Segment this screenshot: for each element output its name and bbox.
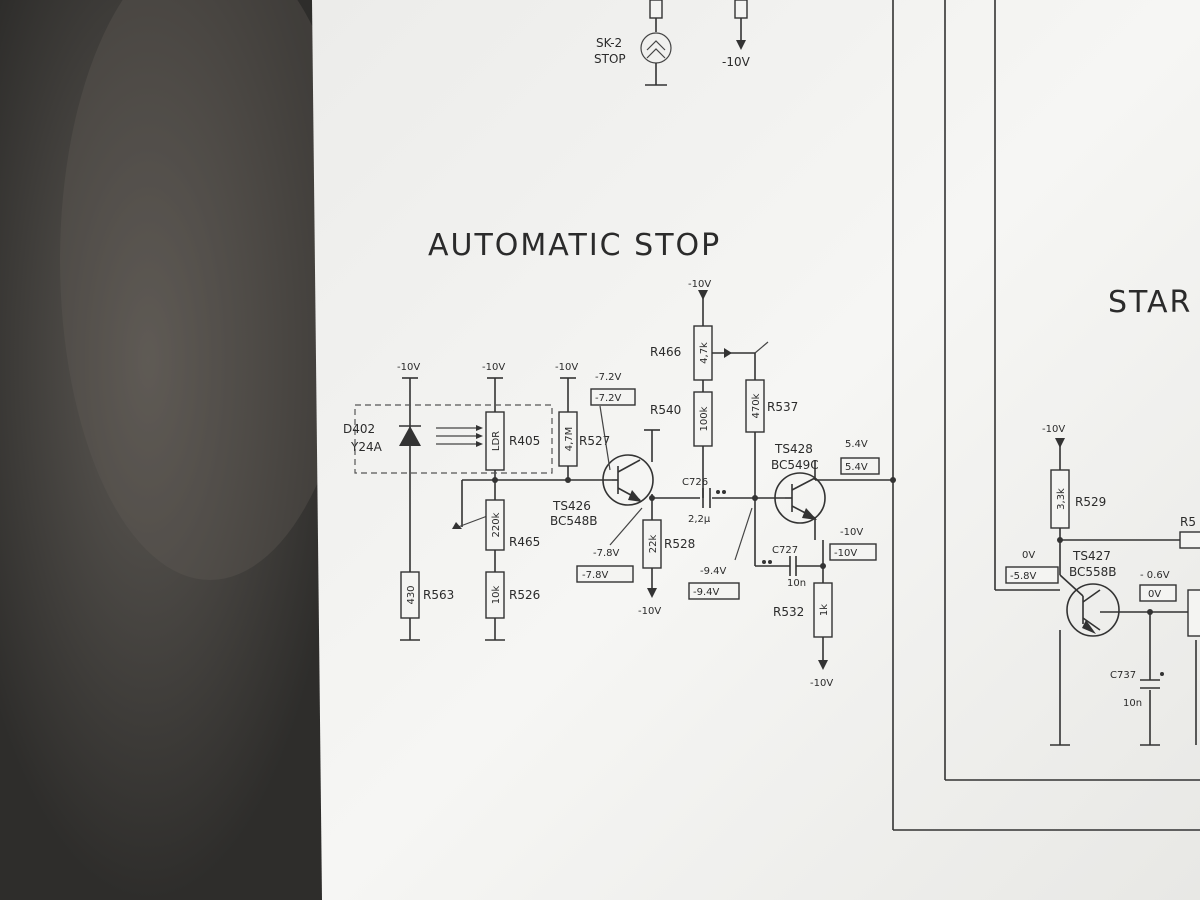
c727-name: C727 xyxy=(772,545,798,556)
resistor-r527: 4,7M R527 xyxy=(558,411,610,467)
resistor-r465: 220k R465 xyxy=(485,499,540,551)
transistor-ts426 xyxy=(602,454,654,506)
frame-lines xyxy=(892,0,1200,831)
r466-name: R466 xyxy=(650,345,681,359)
resistor-r405: LDR R405 xyxy=(485,411,540,471)
voltage-ts428-collector: 5.4V xyxy=(845,439,868,450)
r5-name: R5 xyxy=(1180,515,1196,529)
r563-name: R563 xyxy=(423,588,454,602)
supply-label-r529: -10V xyxy=(1042,424,1065,435)
r537-name: R537 xyxy=(767,400,798,414)
automatic-stop-title: AUTOMATIC STOP xyxy=(428,228,721,263)
voltage-annotations xyxy=(576,388,1177,602)
supply-label-2: -10V xyxy=(482,362,505,373)
supply-label-3: -10V xyxy=(555,362,578,373)
ts427-type: BC558B xyxy=(1069,565,1117,579)
voltage-ts427-collector: - 0.6V xyxy=(1140,570,1170,581)
optocoupler xyxy=(354,404,553,474)
sk2-label: SK-2 xyxy=(596,36,622,50)
voltage-ts428-base: -9.4V xyxy=(700,566,727,577)
stop-label: STOP xyxy=(594,52,626,66)
resistor-r5-partial: R5 xyxy=(1179,515,1200,637)
r537-value: 470k xyxy=(751,393,762,418)
voltage-ts426-collector: -7.2V xyxy=(595,372,622,383)
ts427-name: TS427 xyxy=(1072,549,1111,563)
c726-value: 2,2µ xyxy=(688,514,711,525)
voltage-ts427-collector-meas: 0V xyxy=(1148,589,1161,600)
supply-label-r528: -10V xyxy=(638,606,661,617)
r526-name: R526 xyxy=(509,588,540,602)
voltage-ts426-collector-meas: -7.2V xyxy=(595,393,622,404)
r540-value: 100k xyxy=(699,406,710,431)
r563-value: 430 xyxy=(406,585,417,604)
led-type: Y24A xyxy=(350,440,383,454)
c737-name: C737 xyxy=(1110,670,1136,681)
ts426-type: BC548B xyxy=(550,514,598,528)
resistor-r466: 4,7k R466 xyxy=(650,325,713,381)
c737-value: 10n xyxy=(1123,698,1142,709)
r532-name: R532 xyxy=(773,605,804,619)
r405-name: R405 xyxy=(509,434,540,448)
voltage-ts426-emitter: -7.8V xyxy=(593,548,620,559)
r405-value: LDR xyxy=(491,431,502,451)
c727-value: 10n xyxy=(787,578,806,589)
voltage-ts427-base-meas: -5.8V xyxy=(1010,571,1037,582)
supply-symbols xyxy=(402,290,1065,670)
r540-name: R540 xyxy=(650,403,681,417)
voltage-ts428-emitter-meas: -10V xyxy=(834,548,857,559)
resistor-r532: 1k R532 xyxy=(773,582,833,638)
reflection xyxy=(60,0,360,580)
capacitor-c737 xyxy=(1160,672,1164,676)
supply-label-r466: -10V xyxy=(688,279,711,290)
voltage-ts428-base-meas: -9.4V xyxy=(693,587,720,598)
c726-name: C726 xyxy=(682,477,708,488)
wiring xyxy=(400,290,1200,746)
supply-label-1: -10V xyxy=(397,362,420,373)
paper-sheet xyxy=(312,0,1200,900)
ts428-name: TS428 xyxy=(774,442,813,456)
r529-value: 3,3k xyxy=(1056,488,1067,510)
resistor-r537: 470k R537 xyxy=(745,379,798,433)
resistor-r526: 10k R526 xyxy=(485,571,540,619)
r465-value: 220k xyxy=(491,512,502,537)
resistor-r540: 100k R540 xyxy=(650,391,713,447)
capacitor-c726 xyxy=(702,488,726,508)
supply-label-r532: -10V xyxy=(810,678,833,689)
voltage-ts428-emitter: -10V xyxy=(840,527,863,538)
transistor-ts428 xyxy=(774,472,826,524)
transistor-ts427 xyxy=(1059,574,1120,637)
r529-name: R529 xyxy=(1075,495,1106,509)
dark-background xyxy=(0,0,330,900)
ts426-name: TS426 xyxy=(552,499,591,513)
voltage-ts426-emitter-meas: -7.8V xyxy=(582,570,609,581)
top-supply-label: -10V xyxy=(722,55,751,69)
r532-value: 1k xyxy=(819,604,830,616)
resistor-r529: 3,3k R529 xyxy=(1050,469,1106,529)
capacitor-c727 xyxy=(762,556,797,576)
resistor-r563: 430 R563 xyxy=(400,571,454,619)
voltage-ts427-base: 0V xyxy=(1022,550,1035,561)
voltage-ts428-collector-meas: 5.4V xyxy=(845,462,868,473)
ts428-type: BC549C xyxy=(771,458,819,472)
r527-name: R527 xyxy=(579,434,610,448)
r527-value: 4,7M xyxy=(564,427,575,452)
led-name: D402 xyxy=(343,422,375,436)
r528-value: 22k xyxy=(648,535,659,554)
r528-name: R528 xyxy=(664,537,695,551)
start-title: STAR xyxy=(1108,285,1192,320)
r465-name: R465 xyxy=(509,535,540,549)
sk2-stop-switch: SK-2 STOP -10V xyxy=(594,0,751,86)
r526-value: 10k xyxy=(491,586,502,605)
resistor-r528: 22k R528 xyxy=(642,519,695,569)
r466-value: 4,7k xyxy=(699,342,710,364)
